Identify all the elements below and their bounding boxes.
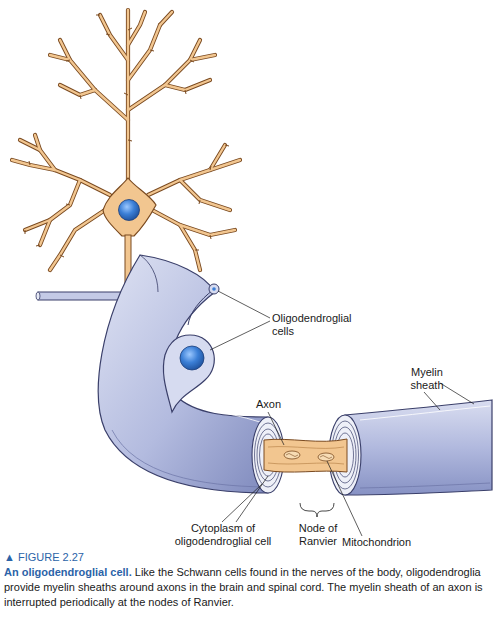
dendrite-tree-part — [12, 10, 240, 270]
glial-process-part — [38, 292, 128, 300]
figure-number: ▲ FIGURE 2.27 — [4, 550, 498, 565]
callout-label: Node of Ranvier — [292, 522, 344, 548]
oligodendroglial-cell-part — [180, 346, 204, 370]
cell-body-part — [103, 178, 156, 236]
leader-lines-part — [440, 383, 474, 404]
callout-label: Cytoplasm of oligodendroglial cell — [166, 522, 280, 548]
myelin-layers — [252, 415, 361, 495]
glial-process — [36, 292, 128, 300]
oligodendroglial-cell — [163, 284, 219, 412]
second-myelin-segment-part — [360, 483, 490, 488]
node-bracket-part — [300, 503, 334, 517]
dendritic-spines — [25, 15, 229, 257]
node-axon — [264, 439, 347, 472]
myelin-sheath-segment-part — [182, 398, 266, 424]
leader-lines-part — [218, 291, 270, 318]
second-myelin-segment-part — [345, 400, 492, 495]
figure-caption: ▲ FIGURE 2.27An oligodendroglial cell. L… — [4, 550, 498, 610]
glial-process-part — [36, 292, 40, 300]
callout-label: Mitochondrion — [342, 536, 432, 549]
second-myelin-segment-part — [360, 406, 490, 420]
oligodendroglial-cell-part — [209, 284, 219, 294]
leader-lines-part — [236, 476, 268, 522]
node-bracket — [300, 503, 334, 517]
node-axon-part — [268, 447, 344, 464]
oligodendroglial-cell-part — [188, 290, 213, 325]
cell-body — [103, 178, 156, 236]
second-myelin-segment — [345, 400, 492, 495]
dendritic-spines-part — [25, 15, 229, 257]
dendrite-tree-part — [12, 10, 240, 270]
callout-label: Oligodendroglial cells — [272, 312, 362, 338]
node-axon-part — [264, 439, 347, 472]
oligodendroglial-cell-part — [163, 335, 214, 412]
neuron-illustration — [0, 0, 500, 550]
leader-lines-part — [210, 321, 270, 350]
cell-body-part — [119, 200, 140, 221]
dendrite-tree — [12, 10, 240, 270]
myelin-sheath-segment-part — [140, 255, 158, 292]
leader-lines-part — [424, 392, 440, 410]
callout-label: Axon — [256, 398, 296, 411]
myelin-sheath-segment — [98, 255, 268, 493]
leader-lines — [210, 291, 474, 536]
myelin-sheath-segment-part — [112, 430, 266, 487]
myelin-sheath-segment-part — [98, 255, 268, 493]
node-axon-part — [286, 454, 332, 459]
leader-lines-part — [222, 484, 262, 522]
leader-lines-part — [268, 412, 284, 445]
caption-title: An oligodendroglial cell. — [4, 566, 132, 578]
callout-label: Myelin sheath — [404, 366, 450, 392]
oligodendroglial-cell-part — [212, 287, 216, 291]
